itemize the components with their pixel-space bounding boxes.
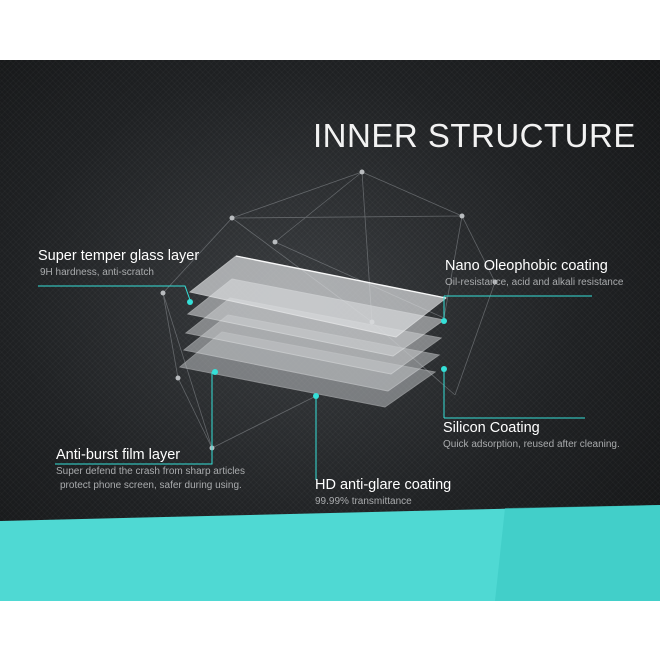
callout-lines (38, 285, 592, 480)
hd-title: HD anti-glare coating (315, 477, 452, 493)
nano-subtitle: Oil-resistance, acid and alkali resistan… (445, 277, 624, 288)
callout-dot (441, 366, 447, 372)
teal-band-shade (495, 505, 660, 601)
anti-burst-title: Anti-burst film layer (56, 447, 181, 463)
network-node (492, 279, 498, 285)
glass-highlight (235, 255, 447, 299)
hd-subtitle: 99.99% transmittance (315, 496, 412, 507)
super-temper-title: Super temper glass layer (38, 248, 200, 264)
callout-dot (441, 318, 447, 324)
silicon-title: Silicon Coating (443, 420, 540, 436)
callout-dot (212, 369, 218, 375)
network-node (160, 290, 166, 296)
network-node (272, 239, 278, 245)
network-nodes (160, 169, 498, 451)
anti-burst-subtitle-line1: Super defend the crash from sharp articl… (56, 466, 245, 477)
network-node (359, 169, 365, 175)
section-heading: INNER STRUCTURE (313, 117, 636, 154)
network-node (459, 213, 465, 219)
super-temper-subtitle: 9H hardness, anti-scratch (40, 267, 154, 278)
nano-title: Nano Oleophobic coating (445, 258, 608, 274)
network-node (175, 375, 181, 381)
teal-band (0, 505, 660, 601)
callout-dot (187, 299, 193, 305)
glass-layers (178, 255, 448, 408)
network-node (229, 215, 235, 221)
silicon-subtitle: Quick adsorption, reused after cleaning. (443, 439, 620, 450)
callout-dot (313, 393, 319, 399)
anti-burst-subtitle-line2: protect phone screen, safer during using… (60, 480, 242, 491)
callout-dots (187, 299, 447, 399)
